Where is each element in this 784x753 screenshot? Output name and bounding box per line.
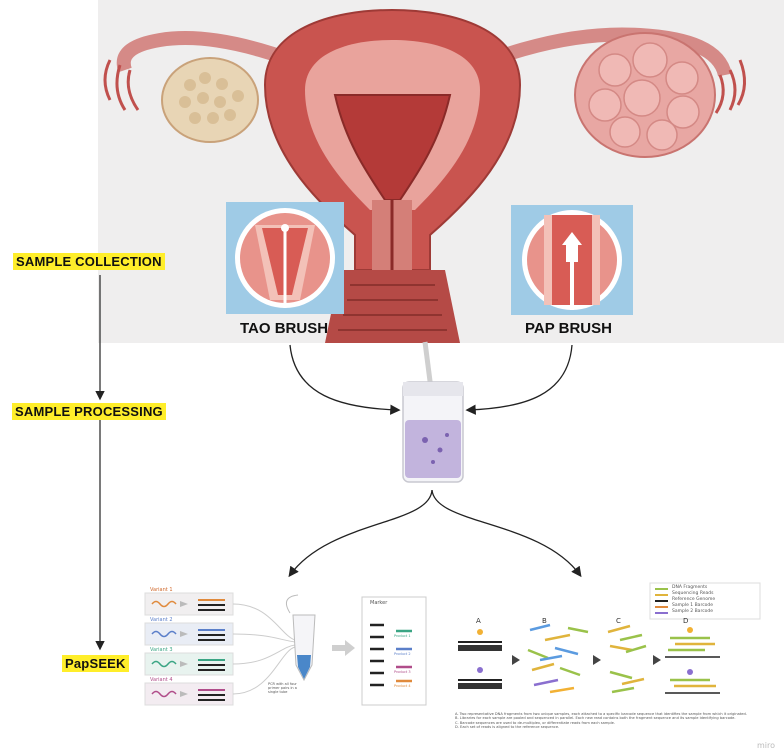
step-d-letter: D <box>683 617 688 625</box>
step-a-letter: A <box>476 617 481 625</box>
step-b-letter: B <box>542 617 547 625</box>
tube-caption: PCR with all four primer pairs in a sing… <box>268 682 302 694</box>
product-4-label: Product 4 <box>394 684 411 688</box>
legend: DNA Fragments Sequencing Reads Reference… <box>672 585 762 615</box>
variant-4-label: Variant 4 <box>150 677 173 683</box>
sample-collection-label: SAMPLE COLLECTION <box>13 253 165 270</box>
variant-3-label: Variant 3 <box>150 647 173 653</box>
sample-vial <box>395 340 475 490</box>
note-d: D. Each set of reads is aligned to the r… <box>455 725 760 729</box>
product-2-label: Product 2 <box>394 652 411 656</box>
tao-brush-label: TAO BRUSH <box>240 320 328 337</box>
pap-brush-label: PAP BRUSH <box>525 320 612 337</box>
sequencing-notes: A. Two representative DNA fragments from… <box>455 712 760 730</box>
anatomy-illustration <box>0 0 784 345</box>
sample-processing-label: SAMPLE PROCESSING <box>12 403 166 420</box>
legend-item: Sample 2 Barcode <box>672 609 762 615</box>
papseek-label: PapSEEK <box>62 655 129 672</box>
step-c-letter: C <box>616 617 621 625</box>
product-1-label: Product 1 <box>394 634 411 638</box>
variant-1-label: Variant 1 <box>150 587 173 593</box>
watermark: miro <box>757 741 775 750</box>
marker-title: Marker <box>370 600 387 606</box>
product-3-label: Product 3 <box>394 670 411 674</box>
variant-2-label: Variant 2 <box>150 617 173 623</box>
